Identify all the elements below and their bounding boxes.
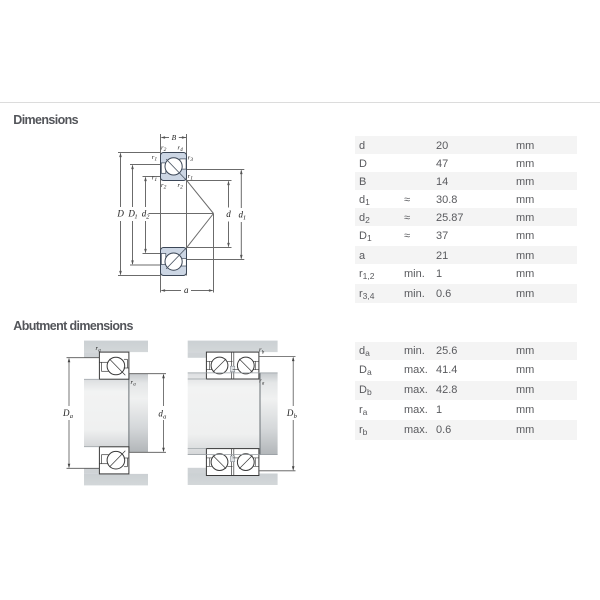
- svg-text:b: b: [294, 413, 298, 420]
- svg-text:r: r: [259, 347, 262, 354]
- svg-text:r: r: [188, 173, 191, 180]
- svg-text:3: 3: [189, 157, 193, 163]
- svg-text:a: a: [184, 285, 189, 295]
- svg-text:1: 1: [243, 215, 246, 222]
- svg-text:r: r: [161, 144, 164, 151]
- svg-text:2: 2: [146, 214, 150, 221]
- svg-text:4: 4: [180, 146, 183, 153]
- svg-text:r: r: [152, 174, 155, 181]
- svg-text:r: r: [188, 155, 191, 162]
- svg-text:a: a: [163, 414, 166, 421]
- svg-text:2: 2: [164, 185, 167, 191]
- svg-text:1: 1: [154, 177, 157, 183]
- svg-text:r: r: [178, 182, 181, 189]
- svg-text:d: d: [226, 209, 231, 219]
- svg-text:B: B: [172, 133, 177, 142]
- svg-text:a: a: [98, 349, 101, 354]
- svg-text:a: a: [262, 381, 265, 386]
- svg-text:r: r: [152, 154, 155, 161]
- svg-text:r: r: [161, 182, 164, 189]
- svg-text:D: D: [116, 209, 124, 219]
- svg-text:d: d: [238, 210, 243, 220]
- svg-text:2: 2: [164, 147, 167, 153]
- svg-text:r: r: [259, 378, 262, 385]
- svg-text:d: d: [158, 409, 163, 419]
- svg-text:1: 1: [154, 157, 157, 163]
- svg-text:r: r: [96, 345, 99, 352]
- svg-text:D: D: [62, 408, 70, 418]
- svg-text:D: D: [286, 408, 294, 418]
- svg-text:D: D: [127, 209, 135, 219]
- svg-text:a: a: [133, 383, 136, 388]
- svg-text:1: 1: [190, 176, 193, 182]
- svg-text:a: a: [70, 413, 73, 420]
- svg-text:r: r: [178, 144, 181, 151]
- svg-text:d: d: [142, 209, 147, 219]
- svg-text:1: 1: [134, 214, 137, 221]
- svg-text:2: 2: [180, 185, 183, 191]
- svg-text:b: b: [262, 350, 265, 355]
- svg-text:r: r: [131, 379, 134, 386]
